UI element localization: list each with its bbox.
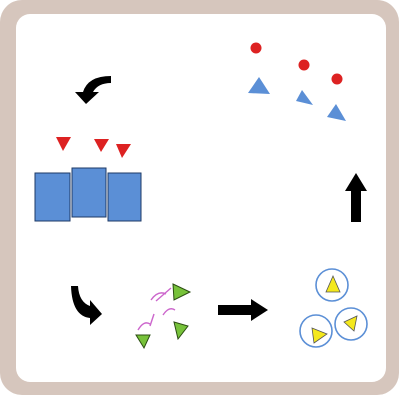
red-circle xyxy=(331,73,343,85)
blue-triangle xyxy=(327,104,346,121)
yellow-triangle xyxy=(311,327,328,344)
vesicle-ring xyxy=(334,307,368,341)
yellow-triangle xyxy=(325,275,341,293)
channel-block-right xyxy=(107,172,142,222)
pink-fragment xyxy=(162,308,176,316)
channel-block-middle xyxy=(71,167,107,218)
pink-fragment xyxy=(137,322,151,331)
red-triangle xyxy=(116,144,131,158)
vesicle-ring xyxy=(299,314,333,348)
red-circle xyxy=(298,59,310,71)
curved-arrow-down-right-icon xyxy=(71,286,102,325)
green-triangle xyxy=(172,283,192,301)
curved-arrow-down-left-icon xyxy=(75,76,111,104)
vesicle-ring xyxy=(315,268,349,302)
pink-fragment xyxy=(149,313,155,327)
red-triangles xyxy=(56,137,131,158)
top-right-group xyxy=(248,42,346,121)
channel-block-left xyxy=(34,172,71,222)
red-triangle xyxy=(94,139,109,152)
green-triangle xyxy=(135,334,151,350)
arrow-right-icon xyxy=(218,299,268,321)
red-circle xyxy=(250,42,262,54)
green-triangle xyxy=(173,321,189,341)
fragment-group xyxy=(135,283,192,350)
membrane-channel xyxy=(34,167,142,222)
blue-triangle xyxy=(248,77,270,94)
red-triangle xyxy=(56,137,71,151)
blue-triangle xyxy=(296,90,313,105)
yellow-triangle xyxy=(343,315,358,332)
pink-fragment xyxy=(155,287,172,302)
arrow-up-icon xyxy=(345,173,367,222)
vesicle-group xyxy=(299,268,368,348)
